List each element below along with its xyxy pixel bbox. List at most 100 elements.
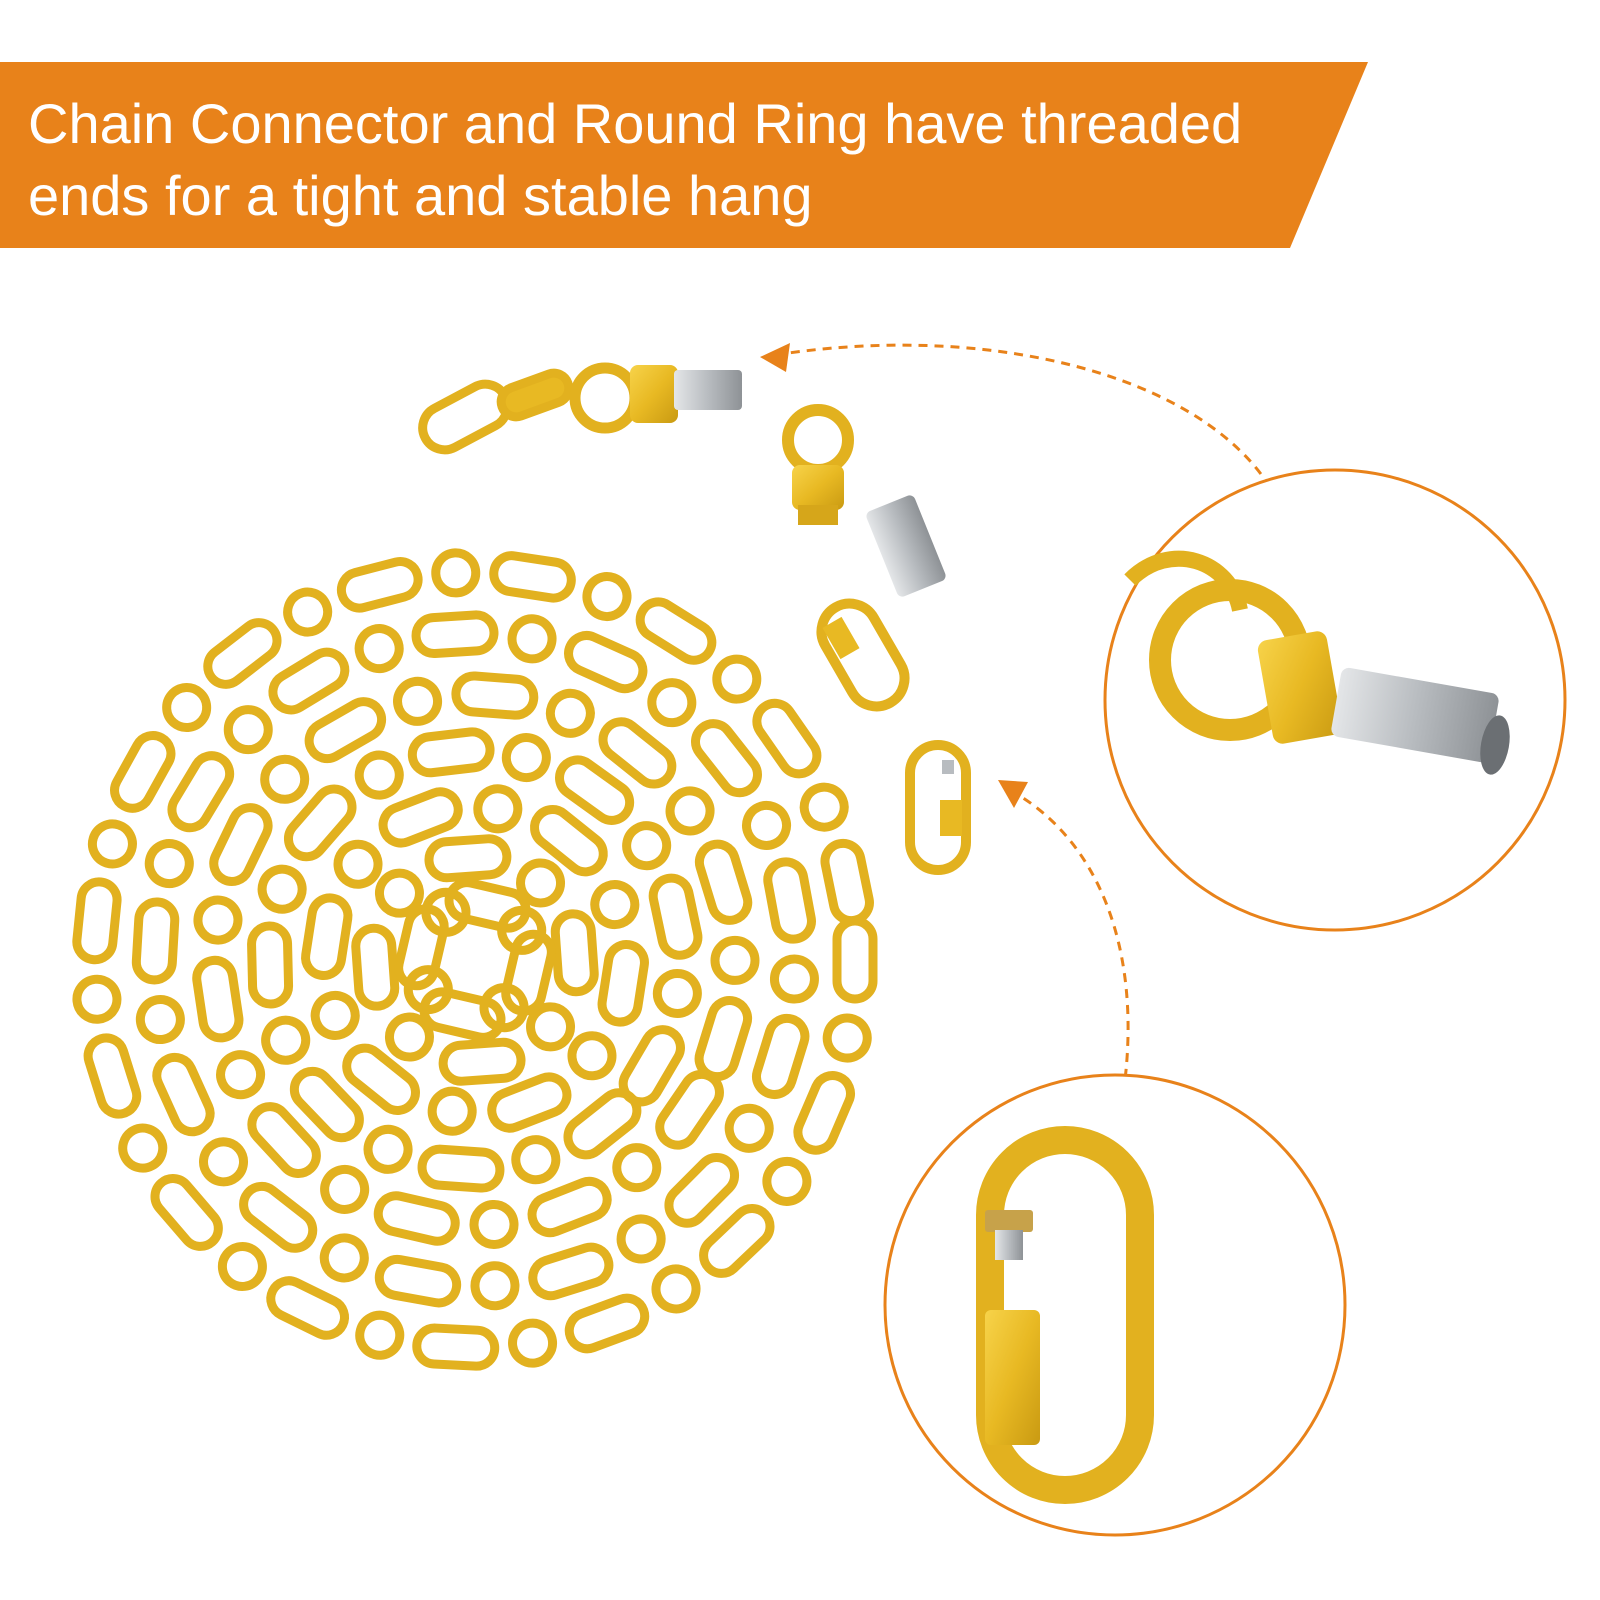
chain-link <box>411 610 499 659</box>
chain-link <box>403 965 453 1015</box>
chain-link <box>832 916 878 1004</box>
chain-link <box>336 557 423 613</box>
chain-link <box>793 1071 855 1155</box>
chain-link <box>266 1276 350 1340</box>
chain-link <box>167 751 235 833</box>
chain-link <box>427 1086 477 1136</box>
chain-link <box>616 1214 666 1264</box>
chain-link <box>762 1156 812 1206</box>
chain-link <box>131 897 180 985</box>
chain-link <box>651 1264 701 1314</box>
chain-link <box>469 1199 519 1249</box>
chain-link <box>699 1203 775 1278</box>
chain-link <box>363 1124 413 1174</box>
chain-link <box>374 868 424 918</box>
chain-link <box>712 654 762 704</box>
chain-link <box>417 1144 505 1193</box>
chain-link <box>470 1261 520 1311</box>
chain-link <box>374 1254 462 1308</box>
quick-link-loose <box>905 740 971 875</box>
chain-link <box>192 955 244 1043</box>
chain-link <box>820 838 874 926</box>
chain-link <box>769 954 819 1004</box>
chain-link <box>487 1072 572 1133</box>
chain-link <box>555 755 635 825</box>
chain-link <box>635 597 717 665</box>
chain-link <box>83 1033 142 1119</box>
chain-link <box>752 1013 810 1100</box>
chain-link <box>451 671 539 720</box>
chain-link <box>473 784 523 834</box>
chain-link <box>489 551 576 603</box>
chain-link <box>354 750 404 800</box>
quick-link-attached <box>816 598 910 712</box>
chain-link <box>564 630 648 694</box>
chain-link <box>152 1052 215 1137</box>
chain-link <box>393 676 443 726</box>
chain-link <box>247 921 294 1009</box>
chain-link <box>333 839 383 889</box>
banner-background <box>0 62 1368 248</box>
chain-link <box>310 990 360 1040</box>
chain-link <box>648 873 703 960</box>
chain-link <box>268 647 350 715</box>
chain-link <box>545 688 595 738</box>
chain-link <box>497 905 547 955</box>
chain-link <box>320 1164 370 1214</box>
chain-link <box>612 1143 662 1193</box>
chain-link <box>822 1013 872 1063</box>
chain-link <box>424 834 512 883</box>
chain-link <box>479 983 529 1033</box>
chain-link <box>247 1102 321 1178</box>
chain-link <box>526 1002 576 1052</box>
chain-link <box>647 678 697 728</box>
chain-link <box>691 719 762 798</box>
chain-link <box>598 717 677 789</box>
chain-link <box>355 1310 405 1360</box>
chain-link <box>694 996 753 1082</box>
chain-link <box>421 887 471 937</box>
chain-link <box>216 1050 266 1100</box>
chain-link <box>763 857 816 944</box>
chain-link <box>694 839 753 925</box>
chain-link <box>618 1025 685 1107</box>
chain-link <box>239 1181 318 1253</box>
chain-link <box>507 614 557 664</box>
chain-link <box>162 683 212 733</box>
chain-link <box>199 1137 249 1187</box>
chain-link <box>135 995 185 1045</box>
chain-link <box>564 1293 650 1354</box>
chain-link <box>283 587 333 637</box>
detail-circle-quick-link <box>883 1073 1347 1537</box>
chain-link <box>724 1103 774 1153</box>
chain-link <box>508 1318 558 1368</box>
chain-link <box>710 935 760 985</box>
chain-link <box>260 754 310 804</box>
chain-link <box>217 1242 267 1292</box>
chain-link <box>72 877 122 965</box>
chain-link <box>342 1043 420 1115</box>
chain-link <box>203 618 282 689</box>
threaded-rod <box>866 495 946 597</box>
chain-top-run <box>418 368 574 455</box>
arrow-left-icon <box>998 780 1130 1081</box>
arrow-left-icon <box>760 343 1282 506</box>
chain-link <box>527 1176 612 1238</box>
coiled-chain <box>72 548 878 1371</box>
chain-link <box>319 1233 369 1283</box>
chain-link <box>144 839 194 889</box>
chain-link <box>193 895 243 945</box>
chain-end-ring-connector <box>569 362 742 434</box>
chain-link <box>550 909 599 997</box>
chain-link <box>622 821 672 871</box>
chain-link <box>582 572 632 622</box>
chain-link <box>354 624 404 674</box>
chain-link <box>223 705 273 755</box>
chain-link <box>257 864 307 914</box>
chain-link <box>412 1323 500 1371</box>
chain-link <box>289 1066 364 1143</box>
chain-link <box>742 800 792 850</box>
chain-link <box>209 803 273 886</box>
chain-link <box>72 974 122 1024</box>
